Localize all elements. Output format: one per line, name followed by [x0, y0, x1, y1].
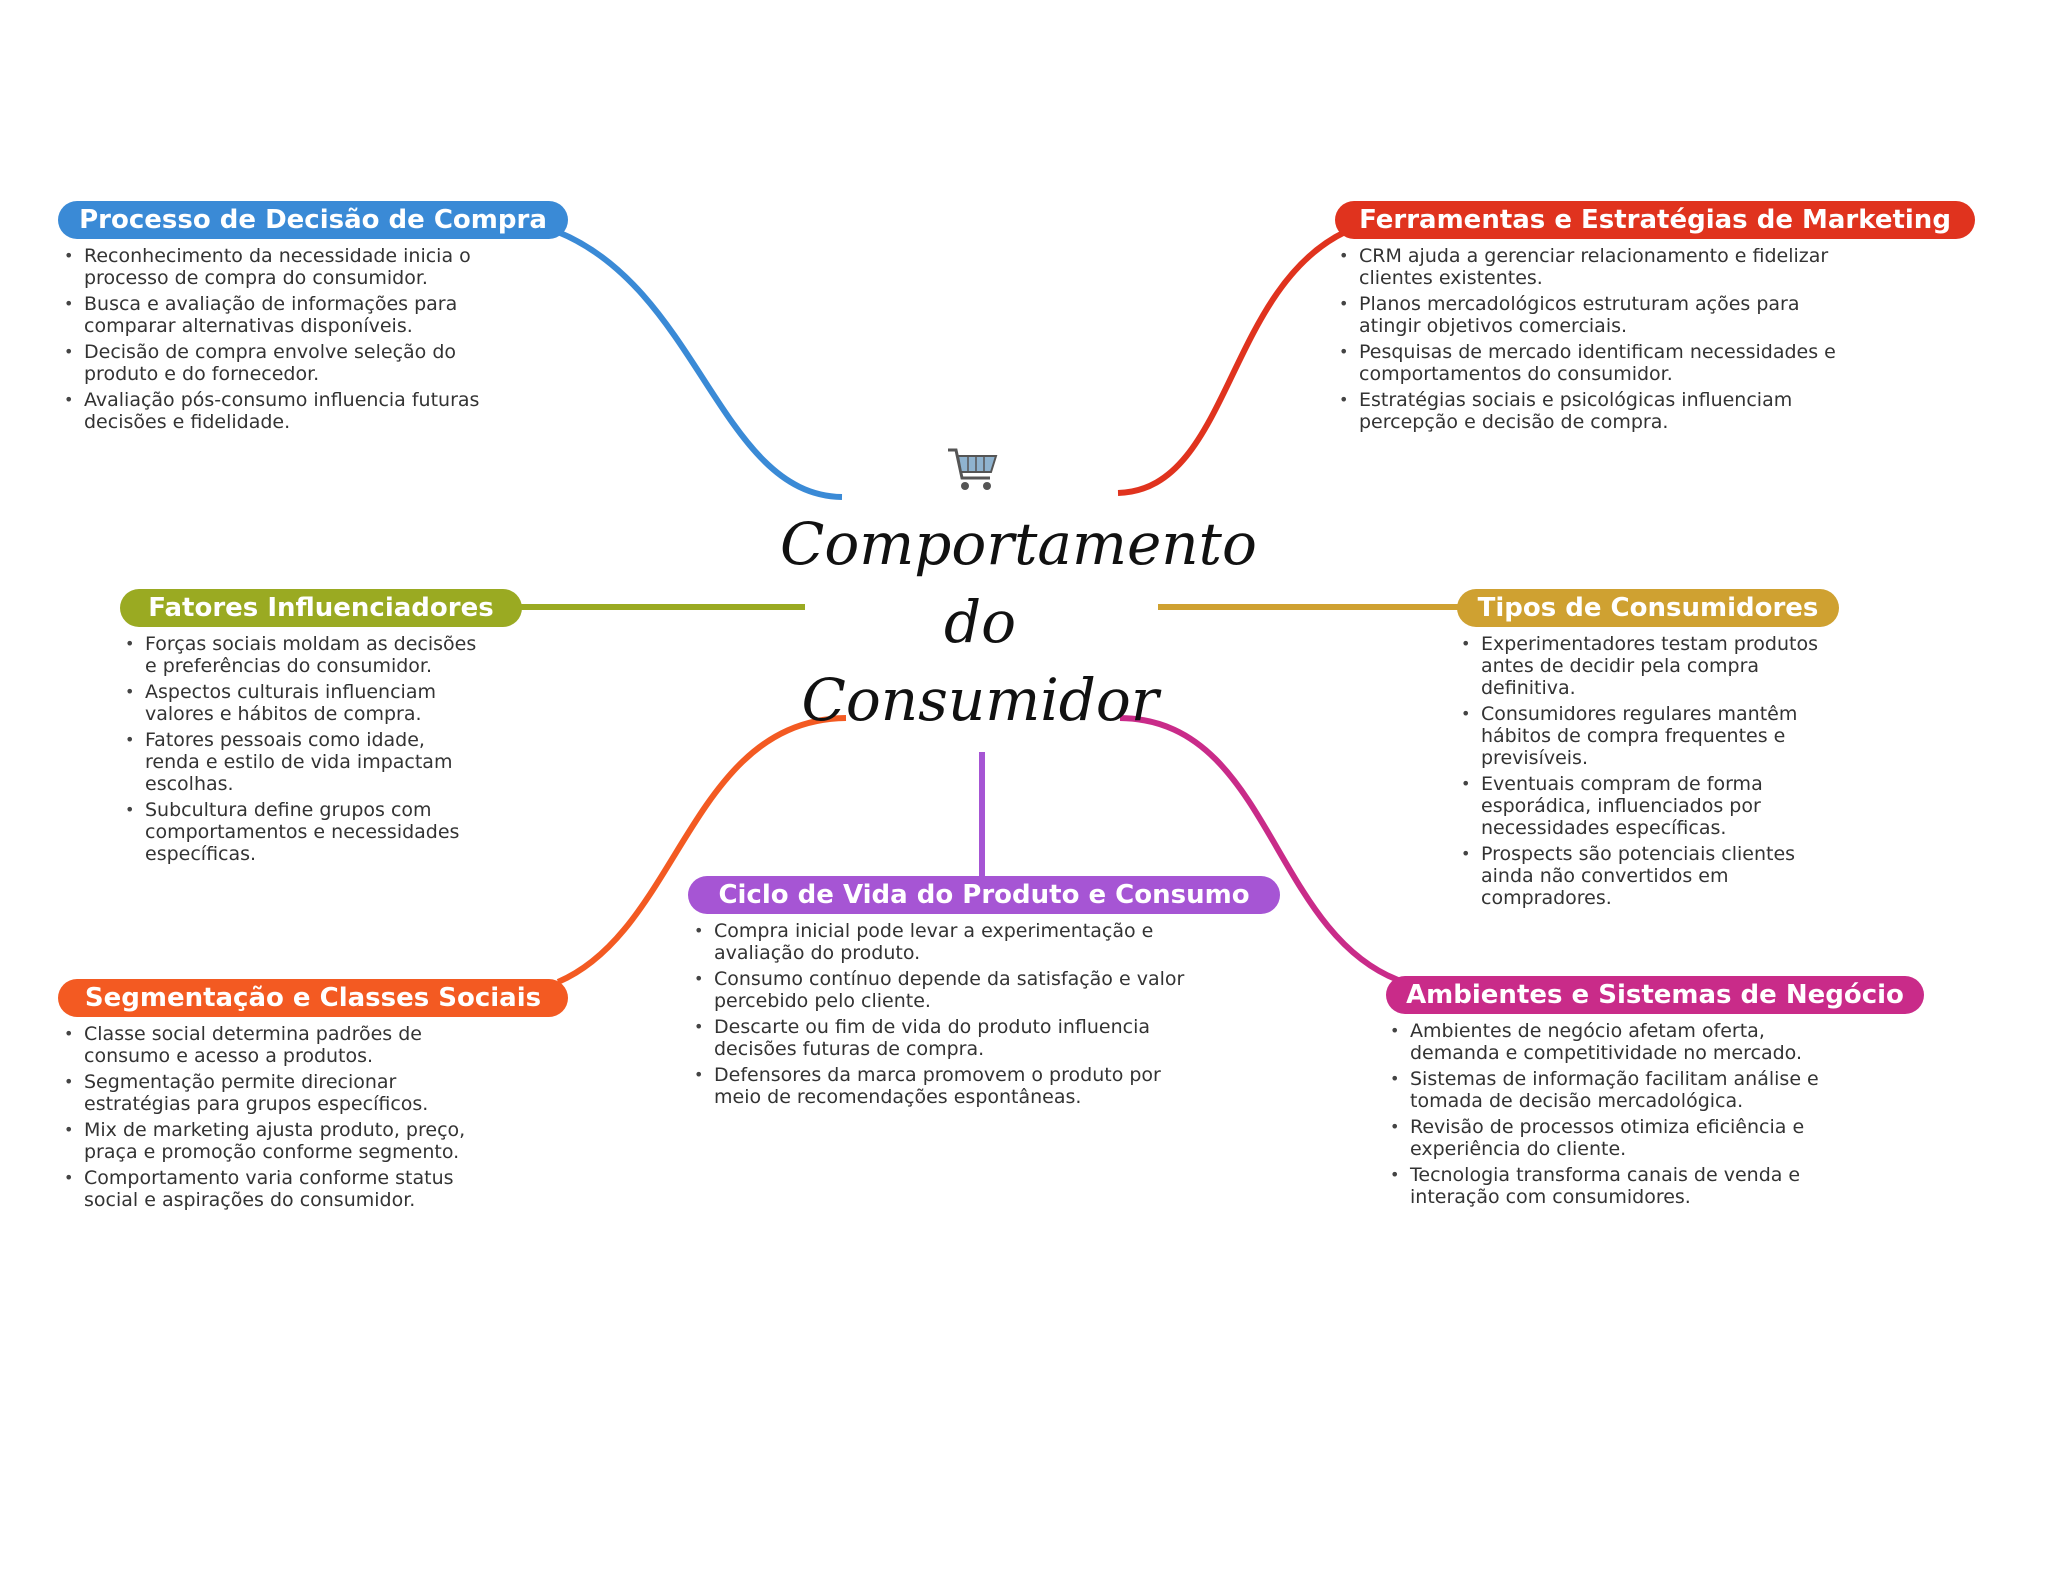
list-item: Compra inicial pode levar a experimentaç…: [690, 920, 1210, 964]
list-item: Mix de marketing ajusta produto, preço, …: [60, 1119, 490, 1163]
list-item: Aspectos culturais influenciam valores e…: [121, 681, 481, 725]
list-item: Busca e avaliação de informações para co…: [60, 293, 510, 337]
list-item: Eventuais compram de forma esporádica, i…: [1457, 773, 1837, 839]
list-item: Consumidores regulares mantêm hábitos de…: [1457, 703, 1837, 769]
central-topic-line3: Consumidor: [801, 666, 1159, 734]
list-item: Consumo contínuo depende da satisfação e…: [690, 968, 1210, 1012]
list-item: Classe social determina padrões de consu…: [60, 1023, 490, 1067]
branch-list-tipos: Experimentadores testam produtos antes d…: [1457, 633, 1837, 913]
branch-title-segmentacao[interactable]: Segmentação e Classes Sociais: [58, 979, 568, 1017]
connector-processo: [556, 229, 843, 500]
list-item: Experimentadores testam produtos antes d…: [1457, 633, 1837, 699]
list-item: Planos mercadológicos estruturam ações p…: [1335, 293, 1865, 337]
connector-segmentacao: [556, 715, 847, 985]
central-topic-line1: Comportamento: [780, 510, 1257, 578]
list-item: Comportamento varia conforme status soci…: [60, 1167, 490, 1211]
connector-ferramentas: [1117, 229, 1347, 496]
list-item: Fatores pessoais como idade, renda e est…: [121, 729, 481, 795]
list-item: Defensores da marca promovem o produto p…: [690, 1064, 1210, 1108]
central-topic-line2: do: [943, 588, 1017, 656]
branch-title-fatores[interactable]: Fatores Influenciadores: [120, 589, 522, 627]
shopping-cart-icon: [948, 448, 998, 490]
list-item: Pesquisas de mercado identificam necessi…: [1335, 341, 1865, 385]
list-item: Subcultura define grupos com comportamen…: [121, 799, 481, 865]
list-item: Descarte ou fim de vida do produto influ…: [690, 1016, 1210, 1060]
connector-ambientes: [1119, 715, 1400, 983]
list-item: Reconhecimento da necessidade inicia o p…: [60, 245, 510, 289]
list-item: Ambientes de negócio afetam oferta, dema…: [1386, 1020, 1846, 1064]
list-item: Revisão de processos otimiza eficiência …: [1386, 1116, 1846, 1160]
branch-list-ferramentas: CRM ajuda a gerenciar relacionamento e f…: [1335, 245, 1865, 437]
list-item: Prospects são potenciais clientes ainda …: [1457, 843, 1837, 909]
branch-title-tipos[interactable]: Tipos de Consumidores: [1457, 589, 1839, 627]
branch-list-ambientes: Ambientes de negócio afetam oferta, dema…: [1386, 1020, 1846, 1212]
list-item: Decisão de compra envolve seleção do pro…: [60, 341, 510, 385]
list-item: Estratégias sociais e psicológicas influ…: [1335, 389, 1865, 433]
branch-title-ambientes[interactable]: Ambientes e Sistemas de Negócio: [1386, 976, 1924, 1014]
branch-title-ferramentas[interactable]: Ferramentas e Estratégias de Marketing: [1335, 201, 1975, 239]
branch-list-ciclo: Compra inicial pode levar a experimentaç…: [690, 920, 1210, 1112]
branch-list-processo: Reconhecimento da necessidade inicia o p…: [60, 245, 510, 437]
list-item: CRM ajuda a gerenciar relacionamento e f…: [1335, 245, 1865, 289]
branch-list-segmentacao: Classe social determina padrões de consu…: [60, 1023, 490, 1215]
branch-title-ciclo[interactable]: Ciclo de Vida do Produto e Consumo: [688, 876, 1280, 914]
list-item: Tecnologia transforma canais de venda e …: [1386, 1164, 1846, 1208]
list-item: Segmentação permite direcionar estratégi…: [60, 1071, 490, 1115]
list-item: Sistemas de informação facilitam análise…: [1386, 1068, 1846, 1112]
list-item: Forças sociais moldam as decisões e pref…: [121, 633, 481, 677]
branch-list-fatores: Forças sociais moldam as decisões e pref…: [121, 633, 481, 869]
branch-title-processo[interactable]: Processo de Decisão de Compra: [58, 201, 568, 239]
central-topic[interactable]: Comportamento do Consumidor: [780, 505, 1257, 739]
list-item: Avaliação pós-consumo influencia futuras…: [60, 389, 510, 433]
